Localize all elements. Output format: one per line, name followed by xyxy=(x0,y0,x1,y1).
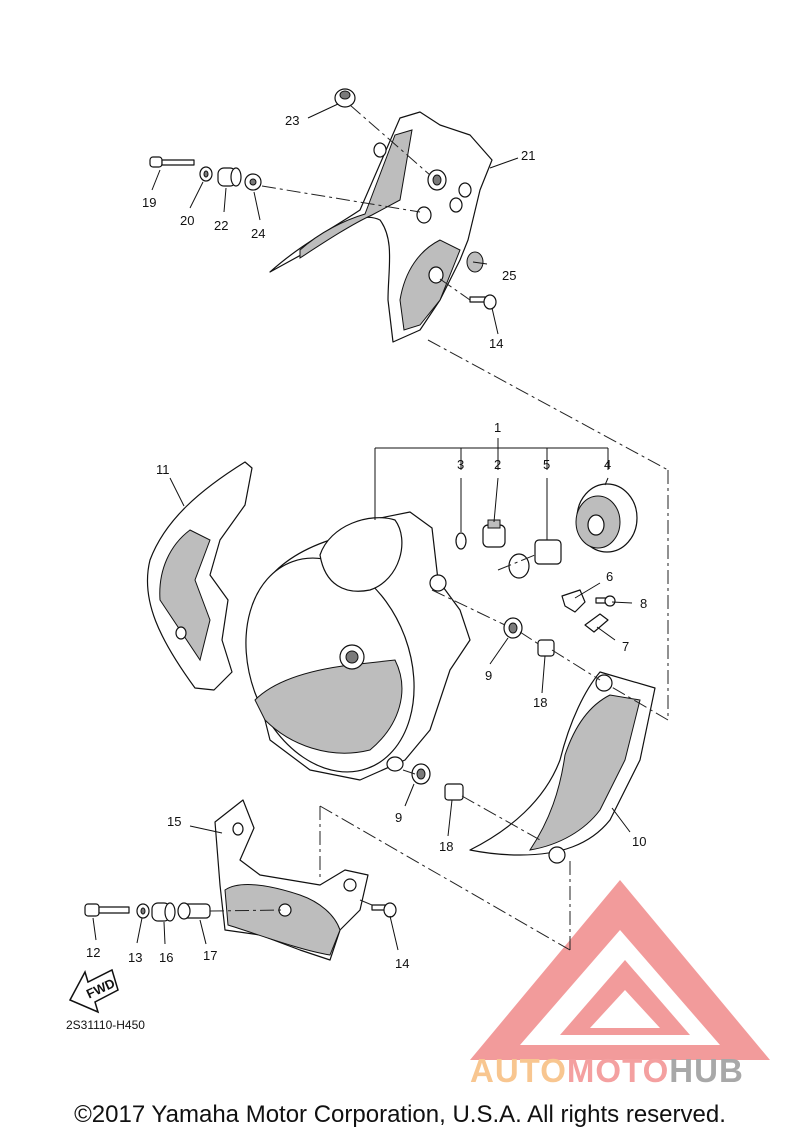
callout-2: 2 xyxy=(494,457,501,472)
leader-lines xyxy=(92,103,633,951)
brand-auto: AUTO xyxy=(470,1052,567,1089)
brand-moto: MOTO xyxy=(566,1052,670,1089)
part-11-side-cover xyxy=(146,461,253,691)
callout-labels: 1 2 3 4 5 6 7 8 9 9 10 11 12 13 14 14 15… xyxy=(86,113,647,971)
callout-10: 10 xyxy=(632,834,646,849)
callout-5: 5 xyxy=(543,457,550,472)
part-9-grommet-upper xyxy=(503,617,523,639)
callout-17: 17 xyxy=(203,948,217,963)
part-8-screw xyxy=(595,595,616,607)
callout-22: 22 xyxy=(214,218,228,233)
headlight-housing xyxy=(245,511,471,781)
part-24-grommet xyxy=(244,173,262,191)
part-22-collar xyxy=(217,167,242,187)
callout-12: 12 xyxy=(86,945,100,960)
assembly-lines xyxy=(209,104,669,951)
callout-23: 23 xyxy=(285,113,299,128)
part-4-cap xyxy=(575,483,638,553)
brand-hub: HUB xyxy=(669,1052,744,1089)
part-7-clip xyxy=(584,613,609,633)
part-21-upper-cover xyxy=(269,111,493,343)
fwd-arrow-icon: FWD xyxy=(68,968,119,1014)
callout-6: 6 xyxy=(606,569,613,584)
part-5-bulb xyxy=(508,539,562,579)
part-6-bracket xyxy=(561,589,586,613)
watermark-brand: AUTOMOTOHUB xyxy=(470,1052,744,1090)
callout-25: 25 xyxy=(502,268,516,283)
callout-14-top: 14 xyxy=(489,336,503,351)
part-10-lower-cover xyxy=(469,671,656,864)
callout-9-upper: 9 xyxy=(485,668,492,683)
part-2-socket xyxy=(482,519,506,548)
callout-19: 19 xyxy=(142,195,156,210)
diagram-code: 2S31110-H450 xyxy=(66,1018,145,1032)
callout-15: 15 xyxy=(167,814,181,829)
part-9-grommet-lower xyxy=(411,763,431,785)
part-19-bolt xyxy=(149,156,195,168)
callout-13: 13 xyxy=(128,950,142,965)
part-12-bolt xyxy=(84,903,130,917)
callout-7: 7 xyxy=(622,639,629,654)
callout-1: 1 xyxy=(494,420,501,435)
callout-18-lower: 18 xyxy=(439,839,453,854)
callout-20: 20 xyxy=(180,213,194,228)
part-3-bulb xyxy=(455,532,467,550)
callout-11: 11 xyxy=(156,462,170,477)
part-18-collar-upper xyxy=(537,639,555,657)
callout-4: 4 xyxy=(604,457,611,472)
watermark-logo xyxy=(470,880,770,1060)
part-16-collar xyxy=(151,902,176,922)
callout-24: 24 xyxy=(251,226,265,241)
part-15-bracket xyxy=(214,799,369,961)
part-13-washer xyxy=(136,903,150,919)
part-23-nut xyxy=(334,88,356,108)
part-20-washer xyxy=(199,166,213,182)
callout-3: 3 xyxy=(457,457,464,472)
part-14-screw-lower xyxy=(371,902,397,918)
callout-14-lower: 14 xyxy=(395,956,409,971)
callout-8: 8 xyxy=(640,596,647,611)
part-17-collar xyxy=(177,902,211,920)
callout-9-lower: 9 xyxy=(395,810,402,825)
part-18-collar-lower xyxy=(444,783,464,801)
copyright-notice: ©2017 Yamaha Motor Corporation, U.S.A. A… xyxy=(74,1101,726,1128)
callout-18-upper: 18 xyxy=(533,695,547,710)
callout-16: 16 xyxy=(159,950,173,965)
part-14-screw-top xyxy=(469,294,497,310)
callout-21: 21 xyxy=(521,148,535,163)
